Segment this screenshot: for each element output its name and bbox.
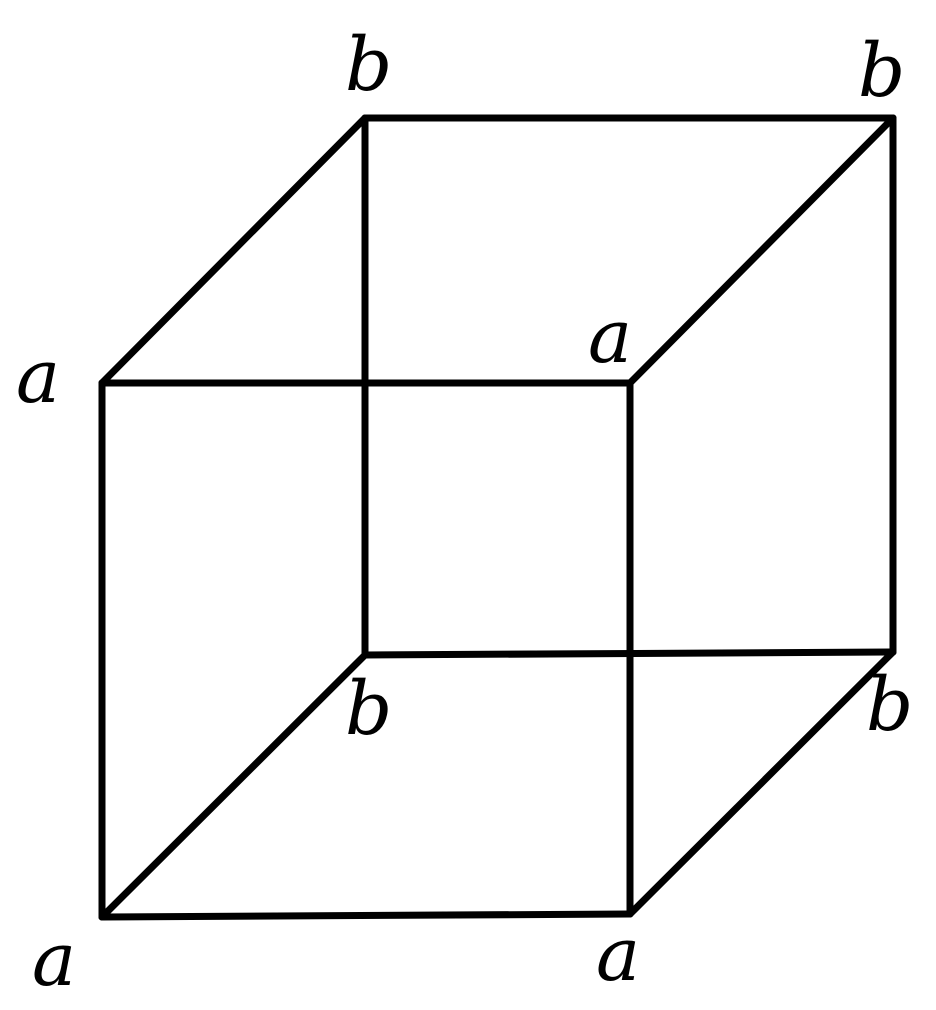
edge-back-bottom bbox=[361, 648, 897, 659]
edge-front-bottom bbox=[98, 910, 634, 921]
edge-diagonal-bottom-left bbox=[98, 651, 369, 921]
label-front-bottom-left: a bbox=[32, 917, 76, 1003]
edge-diagonal-top-right bbox=[626, 114, 897, 387]
label-back-top-right: b bbox=[858, 28, 905, 114]
edge-diagonal-bottom-right bbox=[626, 648, 897, 918]
label-front-top-right: a bbox=[588, 294, 632, 380]
edge-diagonal-top-left bbox=[98, 114, 369, 387]
label-front-top-left: a bbox=[16, 334, 60, 420]
label-back-bottom-left: b bbox=[345, 666, 392, 752]
label-front-bottom-right: a bbox=[596, 912, 640, 998]
label-back-bottom-right: b bbox=[866, 662, 913, 748]
label-back-top-left: b bbox=[345, 22, 392, 108]
